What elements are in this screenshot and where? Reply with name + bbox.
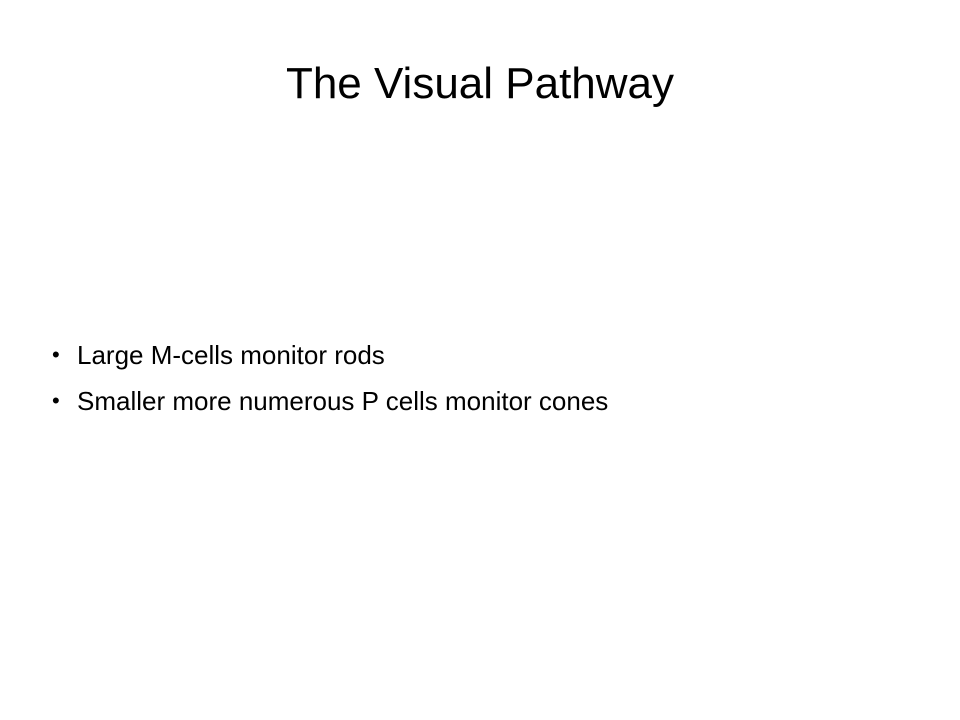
bullet-dot-icon: • bbox=[52, 388, 60, 413]
bullet-dot-icon: • bbox=[52, 342, 60, 367]
bullet-item: • Large M-cells monitor rods bbox=[52, 332, 608, 378]
bullet-item: • Smaller more numerous P cells monitor … bbox=[52, 378, 608, 424]
slide-title: The Visual Pathway bbox=[285, 59, 675, 108]
bullet-list: • Large M-cells monitor rods • Smaller m… bbox=[52, 332, 608, 424]
bullet-text: Large M-cells monitor rods bbox=[77, 340, 385, 370]
bullet-text: Smaller more numerous P cells monitor co… bbox=[77, 386, 609, 416]
